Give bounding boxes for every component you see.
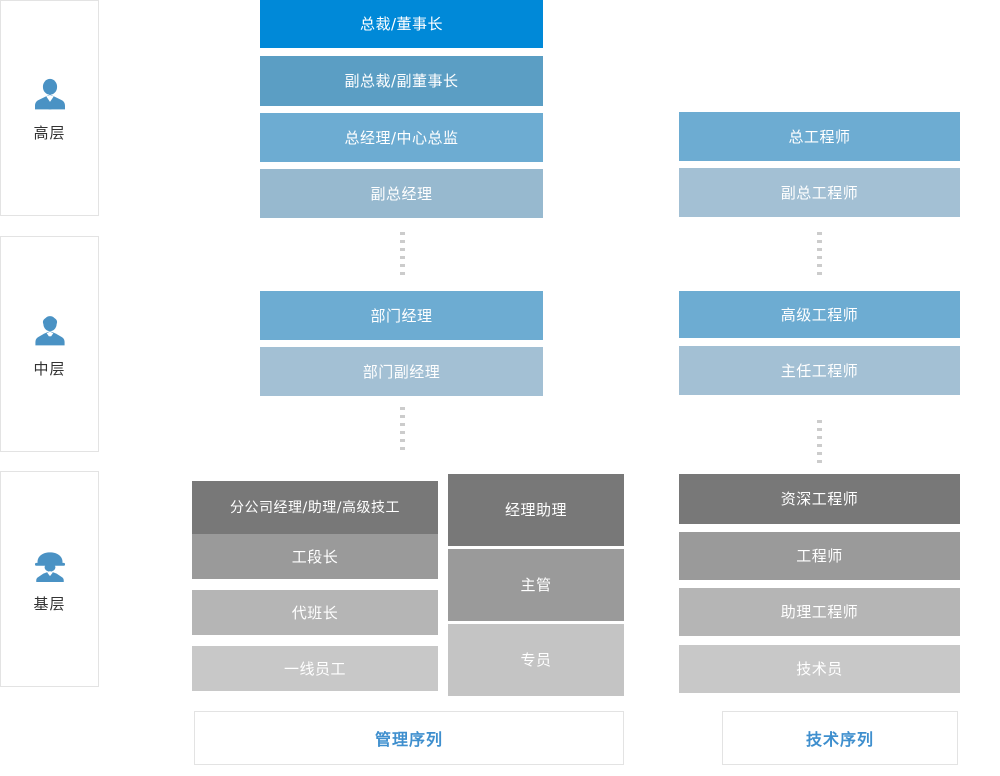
role-box-deputy-chief-engineer[interactable]: 副总工程师 [679,168,960,217]
level-label: 中层 [33,359,66,378]
worker-hardhat-icon [34,551,65,582]
role-box-assistant-engineer[interactable]: 助理工程师 [679,588,960,636]
sequence-label-management: 管理序列 [194,711,624,765]
role-box-frontline-employee[interactable]: 一线员工 [192,646,438,691]
role-box-supervisor[interactable]: 主管 [448,549,624,621]
connector-dots-management-senior-middle [400,232,405,280]
connector-dots-technical-middle-base [817,420,822,466]
manager-person-icon [34,315,65,345]
role-box-senior-engineer[interactable]: 高级工程师 [679,291,960,338]
role-box-section-chief[interactable]: 工段长 [192,534,438,579]
level-card-base: 基层 [0,471,99,687]
level-label: 基层 [33,594,66,613]
role-box-deputy-department-manager[interactable]: 部门副经理 [260,347,543,396]
role-box-principal-engineer[interactable]: 资深工程师 [679,474,960,524]
role-box-chief-staff-engineer[interactable]: 主任工程师 [679,346,960,395]
connector-dots-management-middle-base [400,407,405,453]
role-box-manager-assistant[interactable]: 经理助理 [448,474,624,546]
level-label: 高层 [33,123,66,142]
sequence-label-technical: 技术序列 [722,711,958,765]
role-box-shift-leader[interactable]: 代班长 [192,590,438,635]
connector-dots-technical-senior-middle [817,232,822,280]
executive-person-icon [34,78,65,109]
role-box-deputy-general-manager[interactable]: 副总经理 [260,169,543,218]
role-box-general-manager[interactable]: 总经理/中心总监 [260,113,543,162]
level-card-senior: 高层 [0,0,99,216]
role-box-president[interactable]: 总裁/董事长 [260,0,543,48]
role-box-vice-president[interactable]: 副总裁/副董事长 [260,56,543,106]
role-box-engineer[interactable]: 工程师 [679,532,960,580]
role-box-technician[interactable]: 技术员 [679,645,960,693]
level-card-middle: 中层 [0,236,99,452]
role-box-specialist[interactable]: 专员 [448,624,624,696]
role-box-department-manager[interactable]: 部门经理 [260,291,543,340]
role-box-branch-manager[interactable]: 分公司经理/助理/高级技工 [192,481,438,535]
role-box-chief-engineer[interactable]: 总工程师 [679,112,960,161]
